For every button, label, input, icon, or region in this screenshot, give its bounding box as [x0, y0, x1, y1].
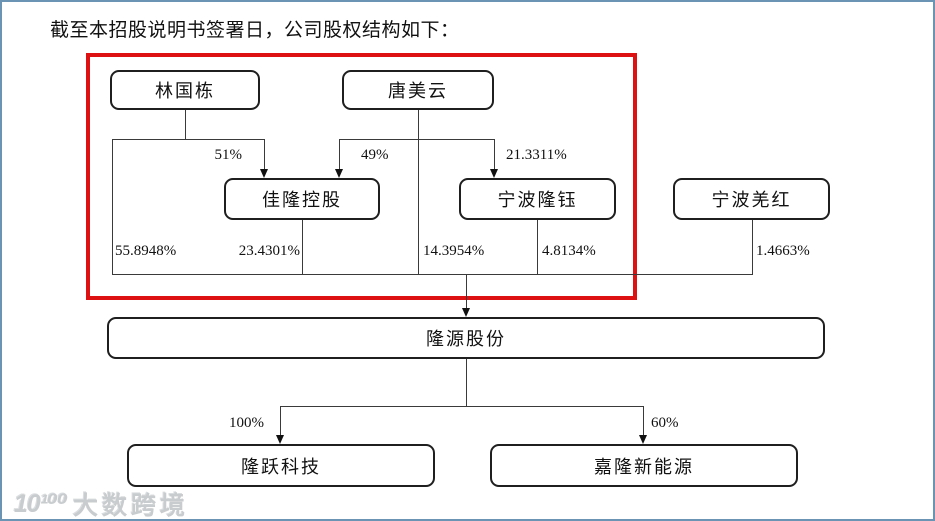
arrowhead-down-icon: [462, 308, 470, 317]
arrowhead-down-icon: [490, 169, 498, 178]
arrowhead-down-icon: [639, 435, 647, 444]
percent-label: 4.8134%: [542, 243, 596, 259]
node-shareholder-tang-meiyun: 唐美云: [342, 70, 494, 110]
page-title: 截至本招股说明书签署日，公司股权结构如下：: [50, 20, 460, 41]
percent-label: 23.4301%: [238, 243, 300, 259]
percent-label: 100%: [229, 415, 264, 431]
percent-label: 51%: [214, 147, 243, 163]
node-shareholder-lin-guodong: 林国栋: [110, 70, 260, 110]
connector-line: [494, 139, 495, 171]
percent-label: 14.3954%: [423, 243, 485, 259]
percent-label: 21.3311%: [506, 147, 567, 163]
connector-line: [112, 274, 753, 275]
connector-line: [466, 274, 467, 310]
arrowhead-down-icon: [260, 169, 268, 178]
percent-label: 60%: [651, 415, 679, 431]
connector-line: [418, 110, 419, 274]
connector-line: [185, 110, 186, 139]
connector-line: [339, 139, 340, 171]
watermark-text: 大数跨境: [73, 492, 190, 520]
node-longyue-technology: 隆跃科技: [127, 444, 435, 487]
node-jialong-new-energy: 嘉隆新能源: [490, 444, 798, 487]
node-ningbo-qianghong: 宁波羌红: [673, 178, 830, 220]
watermark-logo-icon: 10¹⁰⁰: [14, 490, 68, 518]
connector-line: [302, 220, 303, 274]
arrowhead-down-icon: [335, 169, 343, 178]
node-jialong-holdings: 佳隆控股: [224, 178, 380, 220]
connector-line: [112, 139, 265, 140]
highlight-rectangle: [86, 53, 637, 300]
connector-line: [466, 359, 467, 406]
connector-line: [280, 406, 281, 437]
node-ningbo-longyu: 宁波隆钰: [459, 178, 616, 220]
percent-label: 55.8948%: [115, 243, 177, 259]
percent-label: 1.4663%: [756, 243, 810, 259]
node-longyuan-shares: 隆源股份: [107, 317, 825, 359]
connector-line: [339, 139, 495, 140]
connector-line: [752, 220, 753, 274]
connector-line: [112, 139, 113, 274]
percent-label: 49%: [361, 147, 389, 163]
arrowhead-down-icon: [276, 435, 284, 444]
connector-line: [643, 406, 644, 437]
connector-line: [537, 220, 538, 274]
connector-line: [264, 139, 265, 171]
connector-line: [280, 406, 644, 407]
watermark: 10¹⁰⁰ 大数跨境: [14, 486, 190, 520]
